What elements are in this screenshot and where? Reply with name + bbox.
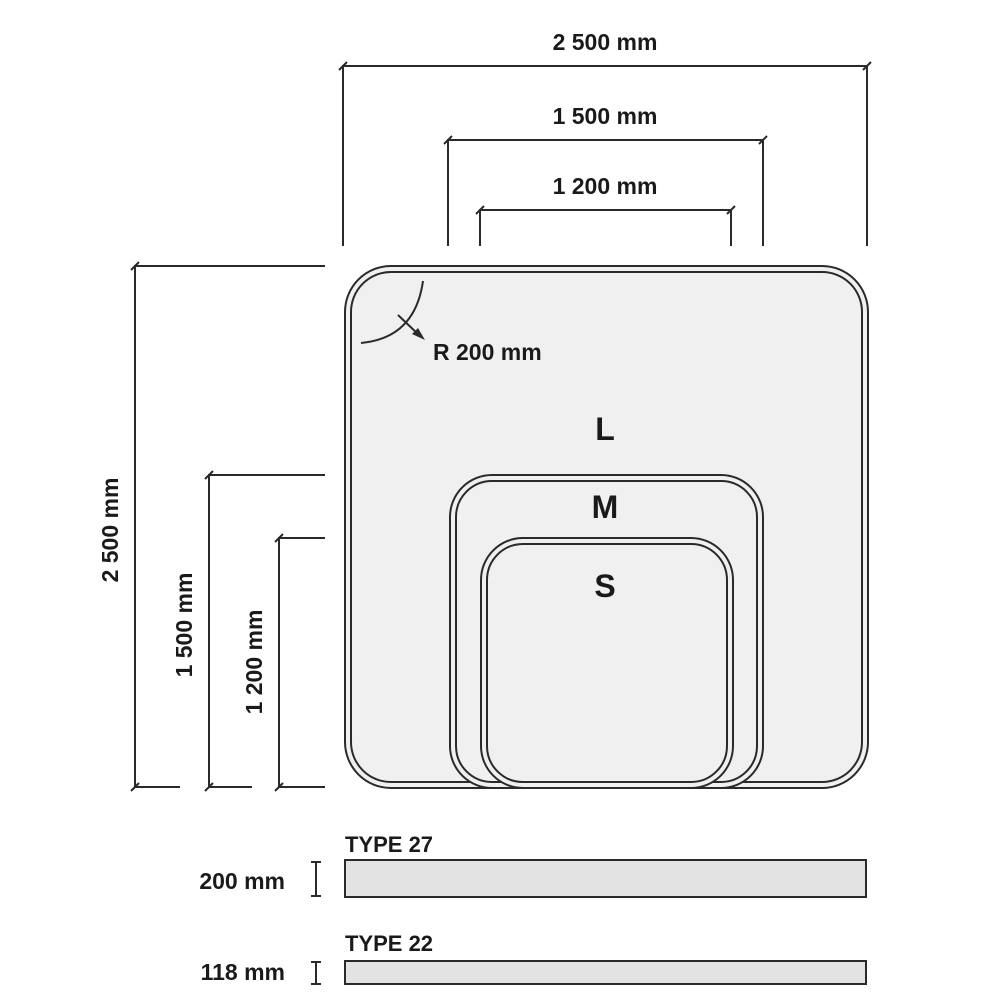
width-dimension-large: 2 500 mm [338,29,872,246]
height-label-large: 2 500 mm [97,478,123,583]
profile-thickness-label: 200 mm [199,868,285,894]
size-label-small: S [594,568,615,604]
profile-type-22: TYPE 22 118 mm [201,931,867,985]
width-label-small: 1 200 mm [553,173,658,199]
size-label-large: L [595,411,615,447]
mat-small [480,537,734,789]
height-dimension-medium: 1 500 mm [171,470,325,792]
radius-arrow-icon [412,328,425,340]
radius-indicator: R 200 mm [360,280,542,365]
size-label-medium: M [592,489,619,525]
profile-thickness-label: 118 mm [201,959,285,985]
width-dimension-medium: 1 500 mm [443,103,768,246]
height-dimension-small: 1 200 mm [241,533,325,792]
height-dimension-large: 2 500 mm [97,261,325,792]
width-label-medium: 1 500 mm [553,103,658,129]
height-label-medium: 1 500 mm [171,573,197,678]
width-label-large: 2 500 mm [553,29,658,55]
height-label-small: 1 200 mm [241,610,267,715]
thickness-marker-icon [311,961,321,985]
profile-type-27: TYPE 27 200 mm [199,832,867,898]
width-dimension-small: 1 200 mm [475,173,736,246]
profile-type-label: TYPE 22 [345,931,433,956]
profile-bar [344,960,867,985]
profile-type-label: TYPE 27 [345,832,433,857]
profile-bar [344,859,867,898]
radius-label: R 200 mm [433,339,542,365]
thickness-marker-icon [311,861,321,897]
